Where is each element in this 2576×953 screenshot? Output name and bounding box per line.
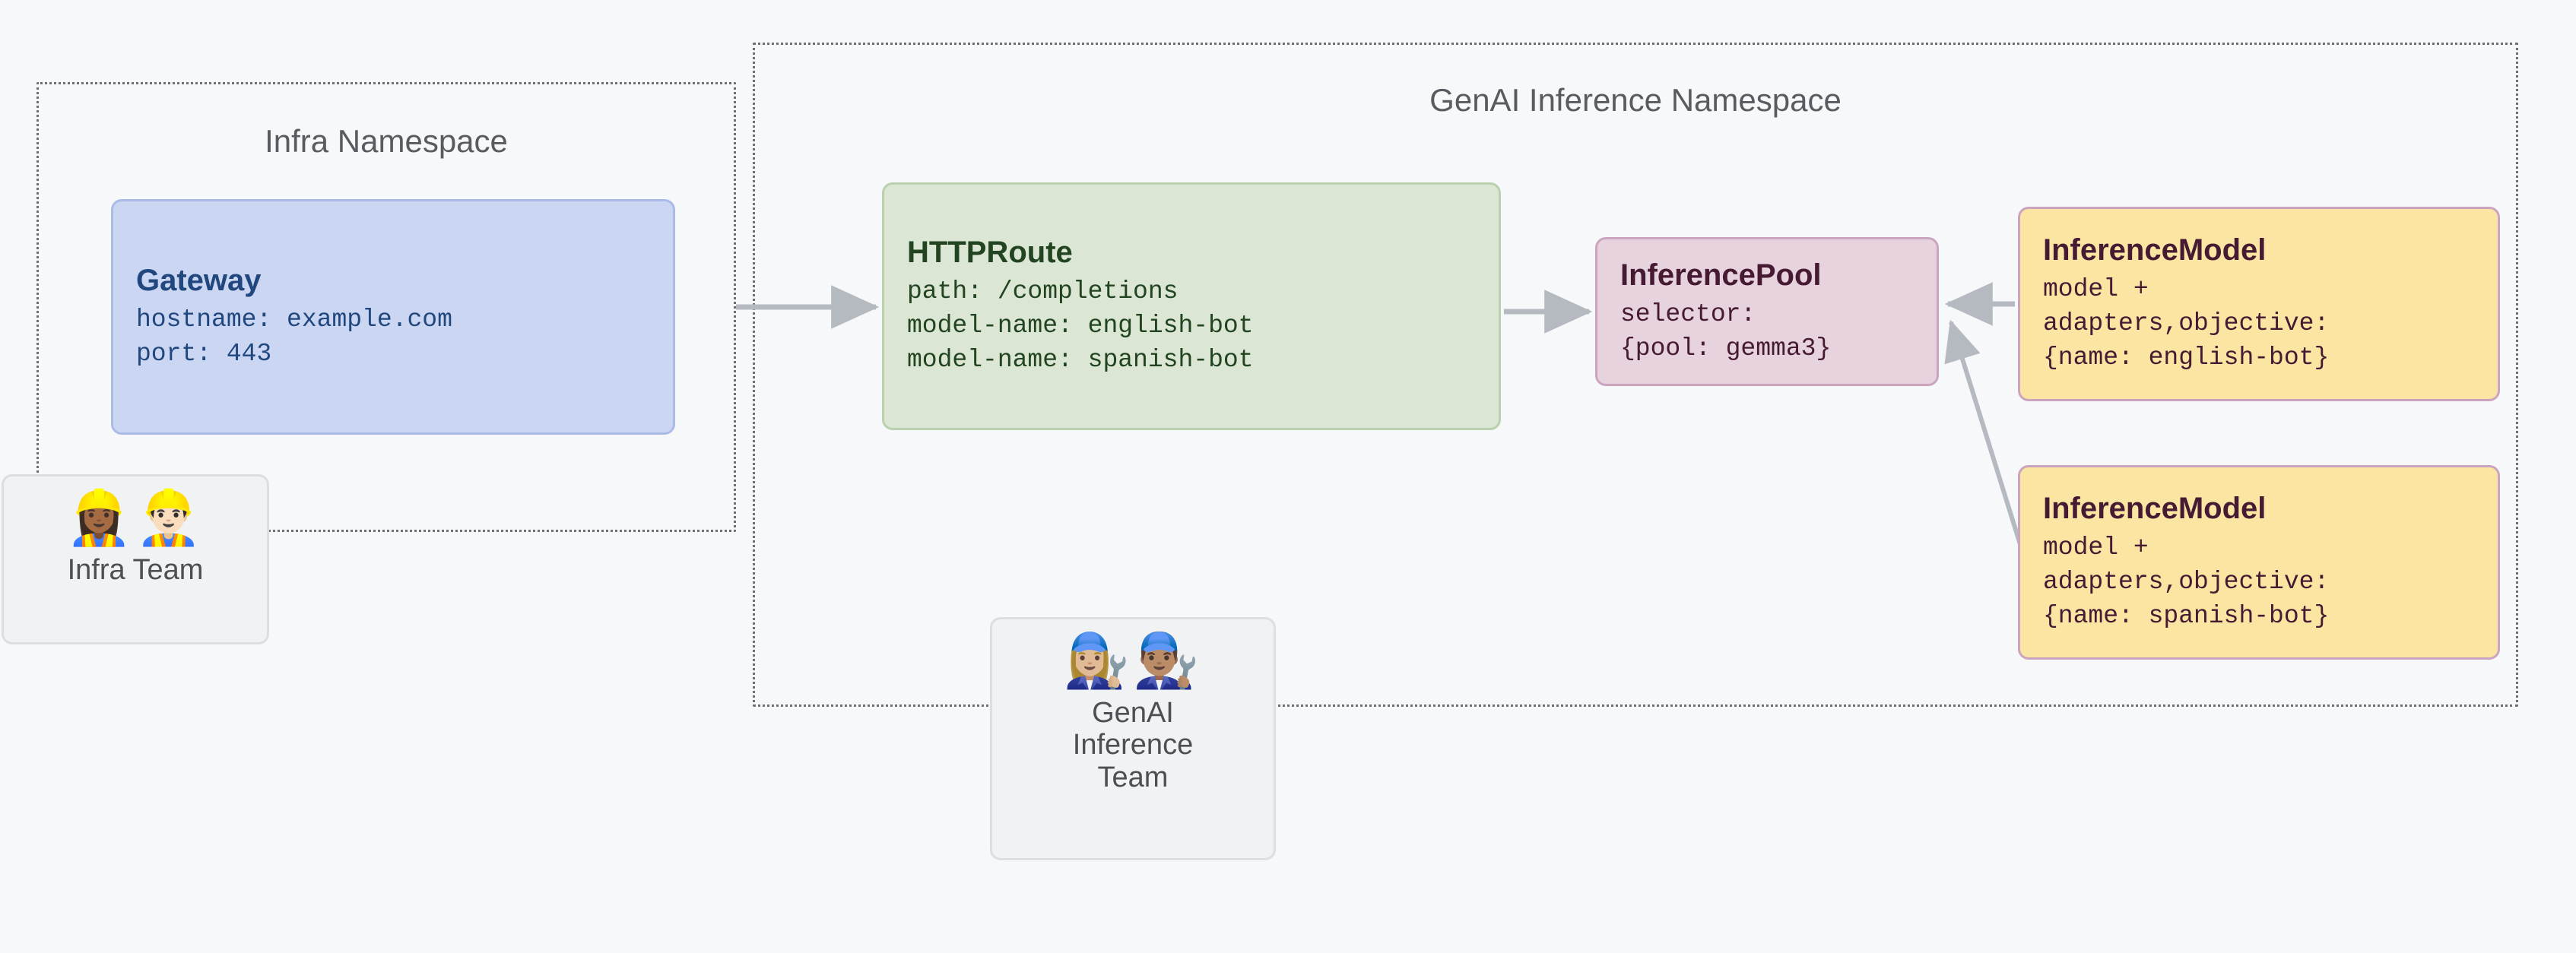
- genai-namespace-container: [753, 43, 2518, 707]
- mechanic-icons: 👩🏼‍🔧👨🏽‍🔧: [1063, 631, 1203, 690]
- infra-team-badge[interactable]: 👷🏾‍♀️👷🏻‍♂️ Infra Team: [2, 474, 269, 644]
- genai-team-label-line-2: Inference: [1072, 729, 1194, 761]
- gateway-resource-box[interactable]: Gateway hostname: example.com port: 443: [111, 199, 675, 435]
- inferencemodel-english-kind-label: InferenceModel: [2043, 233, 2267, 268]
- httproute-fields: path: /completions model-name: english-b…: [907, 277, 1254, 375]
- infra-namespace-title: Infra Namespace: [265, 123, 508, 159]
- httproute-kind-label: HTTPRoute: [907, 236, 1073, 270]
- gateway-fields: hostname: example.com port: 443: [136, 305, 452, 368]
- inferencepool-resource-box[interactable]: InferencePool selector: {pool: gemma3}: [1595, 237, 1939, 386]
- infra-team-label: Infra Team: [67, 553, 204, 586]
- inferencepool-kind-label: InferencePool: [1620, 258, 1822, 292]
- genai-team-label: GenAI Inference Team: [1073, 697, 1193, 794]
- infra-namespace-container: [36, 82, 736, 532]
- inferencemodel-spanish-resource-box[interactable]: InferenceModel model + adapters,objectiv…: [2018, 465, 2500, 660]
- inferencepool-fields: selector: {pool: gemma3}: [1620, 299, 1832, 363]
- genai-team-label-line-3: Team: [1097, 761, 1169, 793]
- genai-namespace-title: GenAI Inference Namespace: [1429, 82, 1842, 118]
- inferencemodel-spanish-kind-label: InferenceModel: [2043, 492, 2267, 526]
- genai-team-badge[interactable]: 👩🏼‍🔧👨🏽‍🔧 GenAI Inference Team: [990, 617, 1276, 860]
- inferencemodel-english-fields: model + adapters,objective: {name: engli…: [2043, 275, 2330, 372]
- construction-worker-icons: 👷🏾‍♀️👷🏻‍♂️: [65, 488, 205, 547]
- httproute-resource-box[interactable]: HTTPRoute path: /completions model-name:…: [882, 182, 1501, 430]
- inferencemodel-english-resource-box[interactable]: InferenceModel model + adapters,objectiv…: [2018, 207, 2500, 401]
- genai-team-label-line-1: GenAI: [1092, 696, 1174, 729]
- gateway-kind-label: Gateway: [136, 263, 262, 297]
- inferencemodel-spanish-fields: model + adapters,objective: {name: spani…: [2043, 533, 2330, 631]
